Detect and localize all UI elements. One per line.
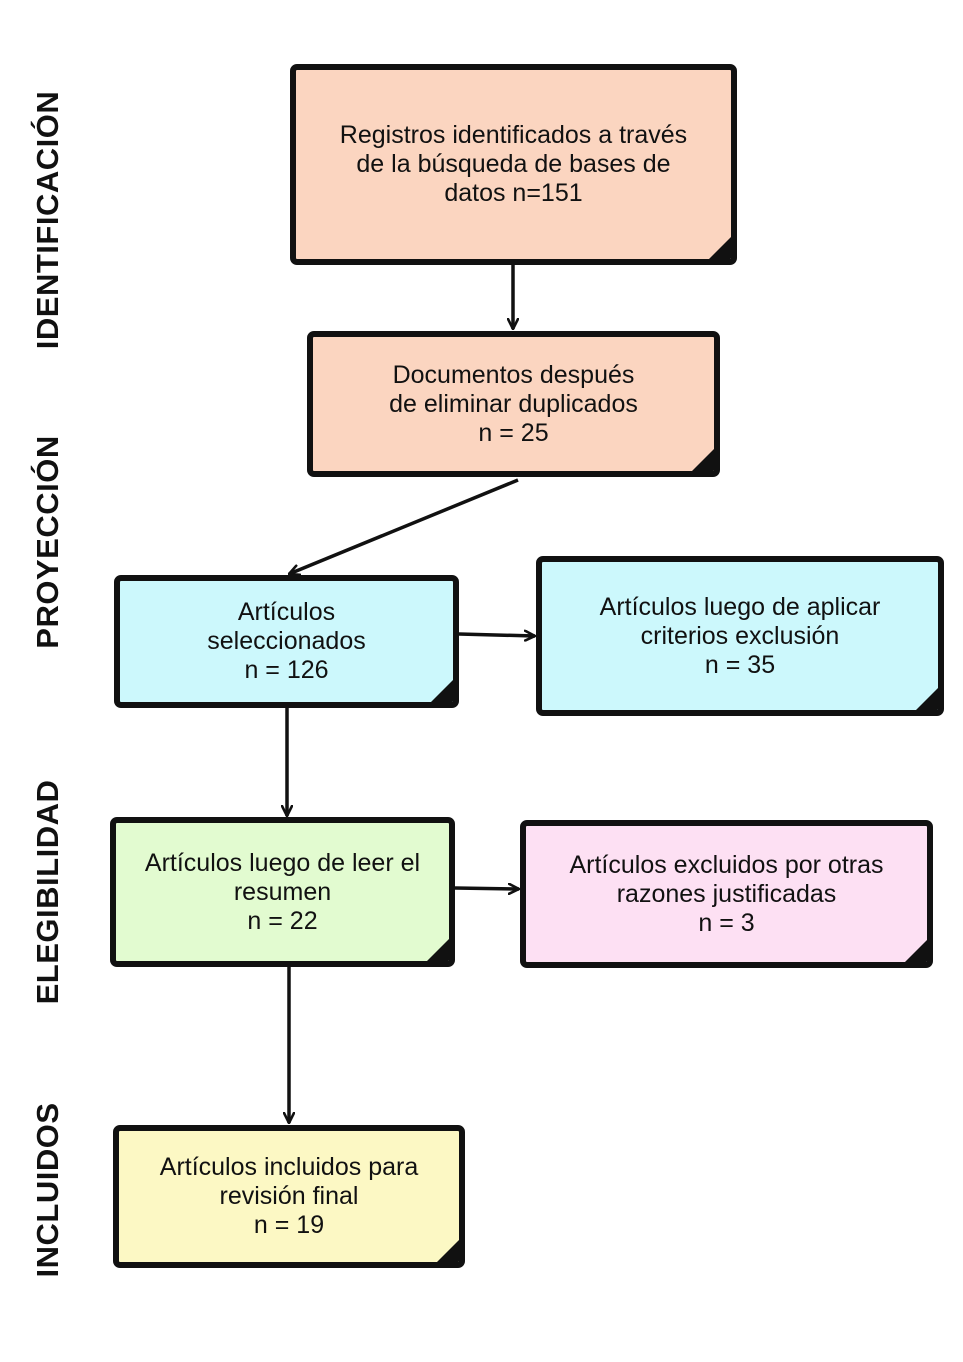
- arrow-resumen-to-excluidos: [454, 888, 519, 889]
- box-registros-line-3: datos n=151: [444, 179, 583, 207]
- box-documentos-sin-duplicados: Documentos después de eliminar duplicado…: [307, 331, 720, 477]
- box-criterios-line-2: criterios exclusión: [640, 621, 840, 650]
- box-documentos-line-2: de eliminar duplicados: [389, 389, 638, 418]
- box-articulos-criterios-exclusion: Artículos luego de aplicar criterios exc…: [536, 556, 944, 716]
- box-criterios-line-3: n = 35: [704, 650, 776, 679]
- box-criterios-line-1: Artículos luego de aplicar: [599, 592, 881, 621]
- stage-label-proyeccion: PROYECCIÓN: [30, 435, 65, 649]
- box-articulos-excluidos-otras-razones: Artículos excluidos por otras razones ju…: [520, 820, 933, 968]
- box-documentos-line-3: n = 25: [478, 418, 549, 447]
- box-documentos-line-1: Documentos después: [392, 360, 635, 389]
- stage-label-incluidos: INCLUIDOS: [30, 1102, 65, 1278]
- stage-label-identificacion: IDENTIFICACIÓN: [30, 90, 65, 350]
- stage-label-elegibilidad: ELEGIBILIDAD: [30, 779, 65, 1005]
- box-resumen-line-3: n = 22: [247, 906, 318, 935]
- box-excluidos-line-3: n = 3: [698, 908, 755, 937]
- box-incluidos-line-2: revisión final: [219, 1182, 359, 1210]
- box-seleccionados-line-2: seleccionados: [207, 627, 366, 655]
- box-seleccionados-line-3: n = 126: [244, 656, 329, 684]
- box-articulos-leer-resumen: Artículos luego de leer el resumen n = 2…: [110, 817, 455, 967]
- arrow-documentos-to-seleccionados: [289, 478, 519, 574]
- box-resumen-line-2: resumen: [233, 877, 332, 906]
- box-articulos-incluidos-revision-final: Artículos incluidos para revisión final …: [113, 1125, 465, 1268]
- box-registros-line-1: Registros identificados a través: [339, 121, 688, 149]
- box-excluidos-line-1: Artículos excluidos por otras: [569, 850, 884, 879]
- box-incluidos-line-1: Artículos incluidos para: [159, 1153, 419, 1181]
- box-resumen-line-1: Artículos luego de leer el: [144, 848, 421, 877]
- box-registros-identificados: Registros identificados a través de la b…: [290, 64, 737, 265]
- box-registros-line-2: de la búsqueda de bases de: [356, 150, 671, 178]
- box-seleccionados-line-1: Artículos: [237, 598, 336, 626]
- arrow-seleccionados-to-criterios: [458, 634, 535, 636]
- box-incluidos-line-3: n = 19: [253, 1211, 325, 1239]
- box-articulos-seleccionados: Artículos seleccionados n = 126: [114, 575, 459, 708]
- box-excluidos-line-2: razones justificadas: [616, 879, 837, 908]
